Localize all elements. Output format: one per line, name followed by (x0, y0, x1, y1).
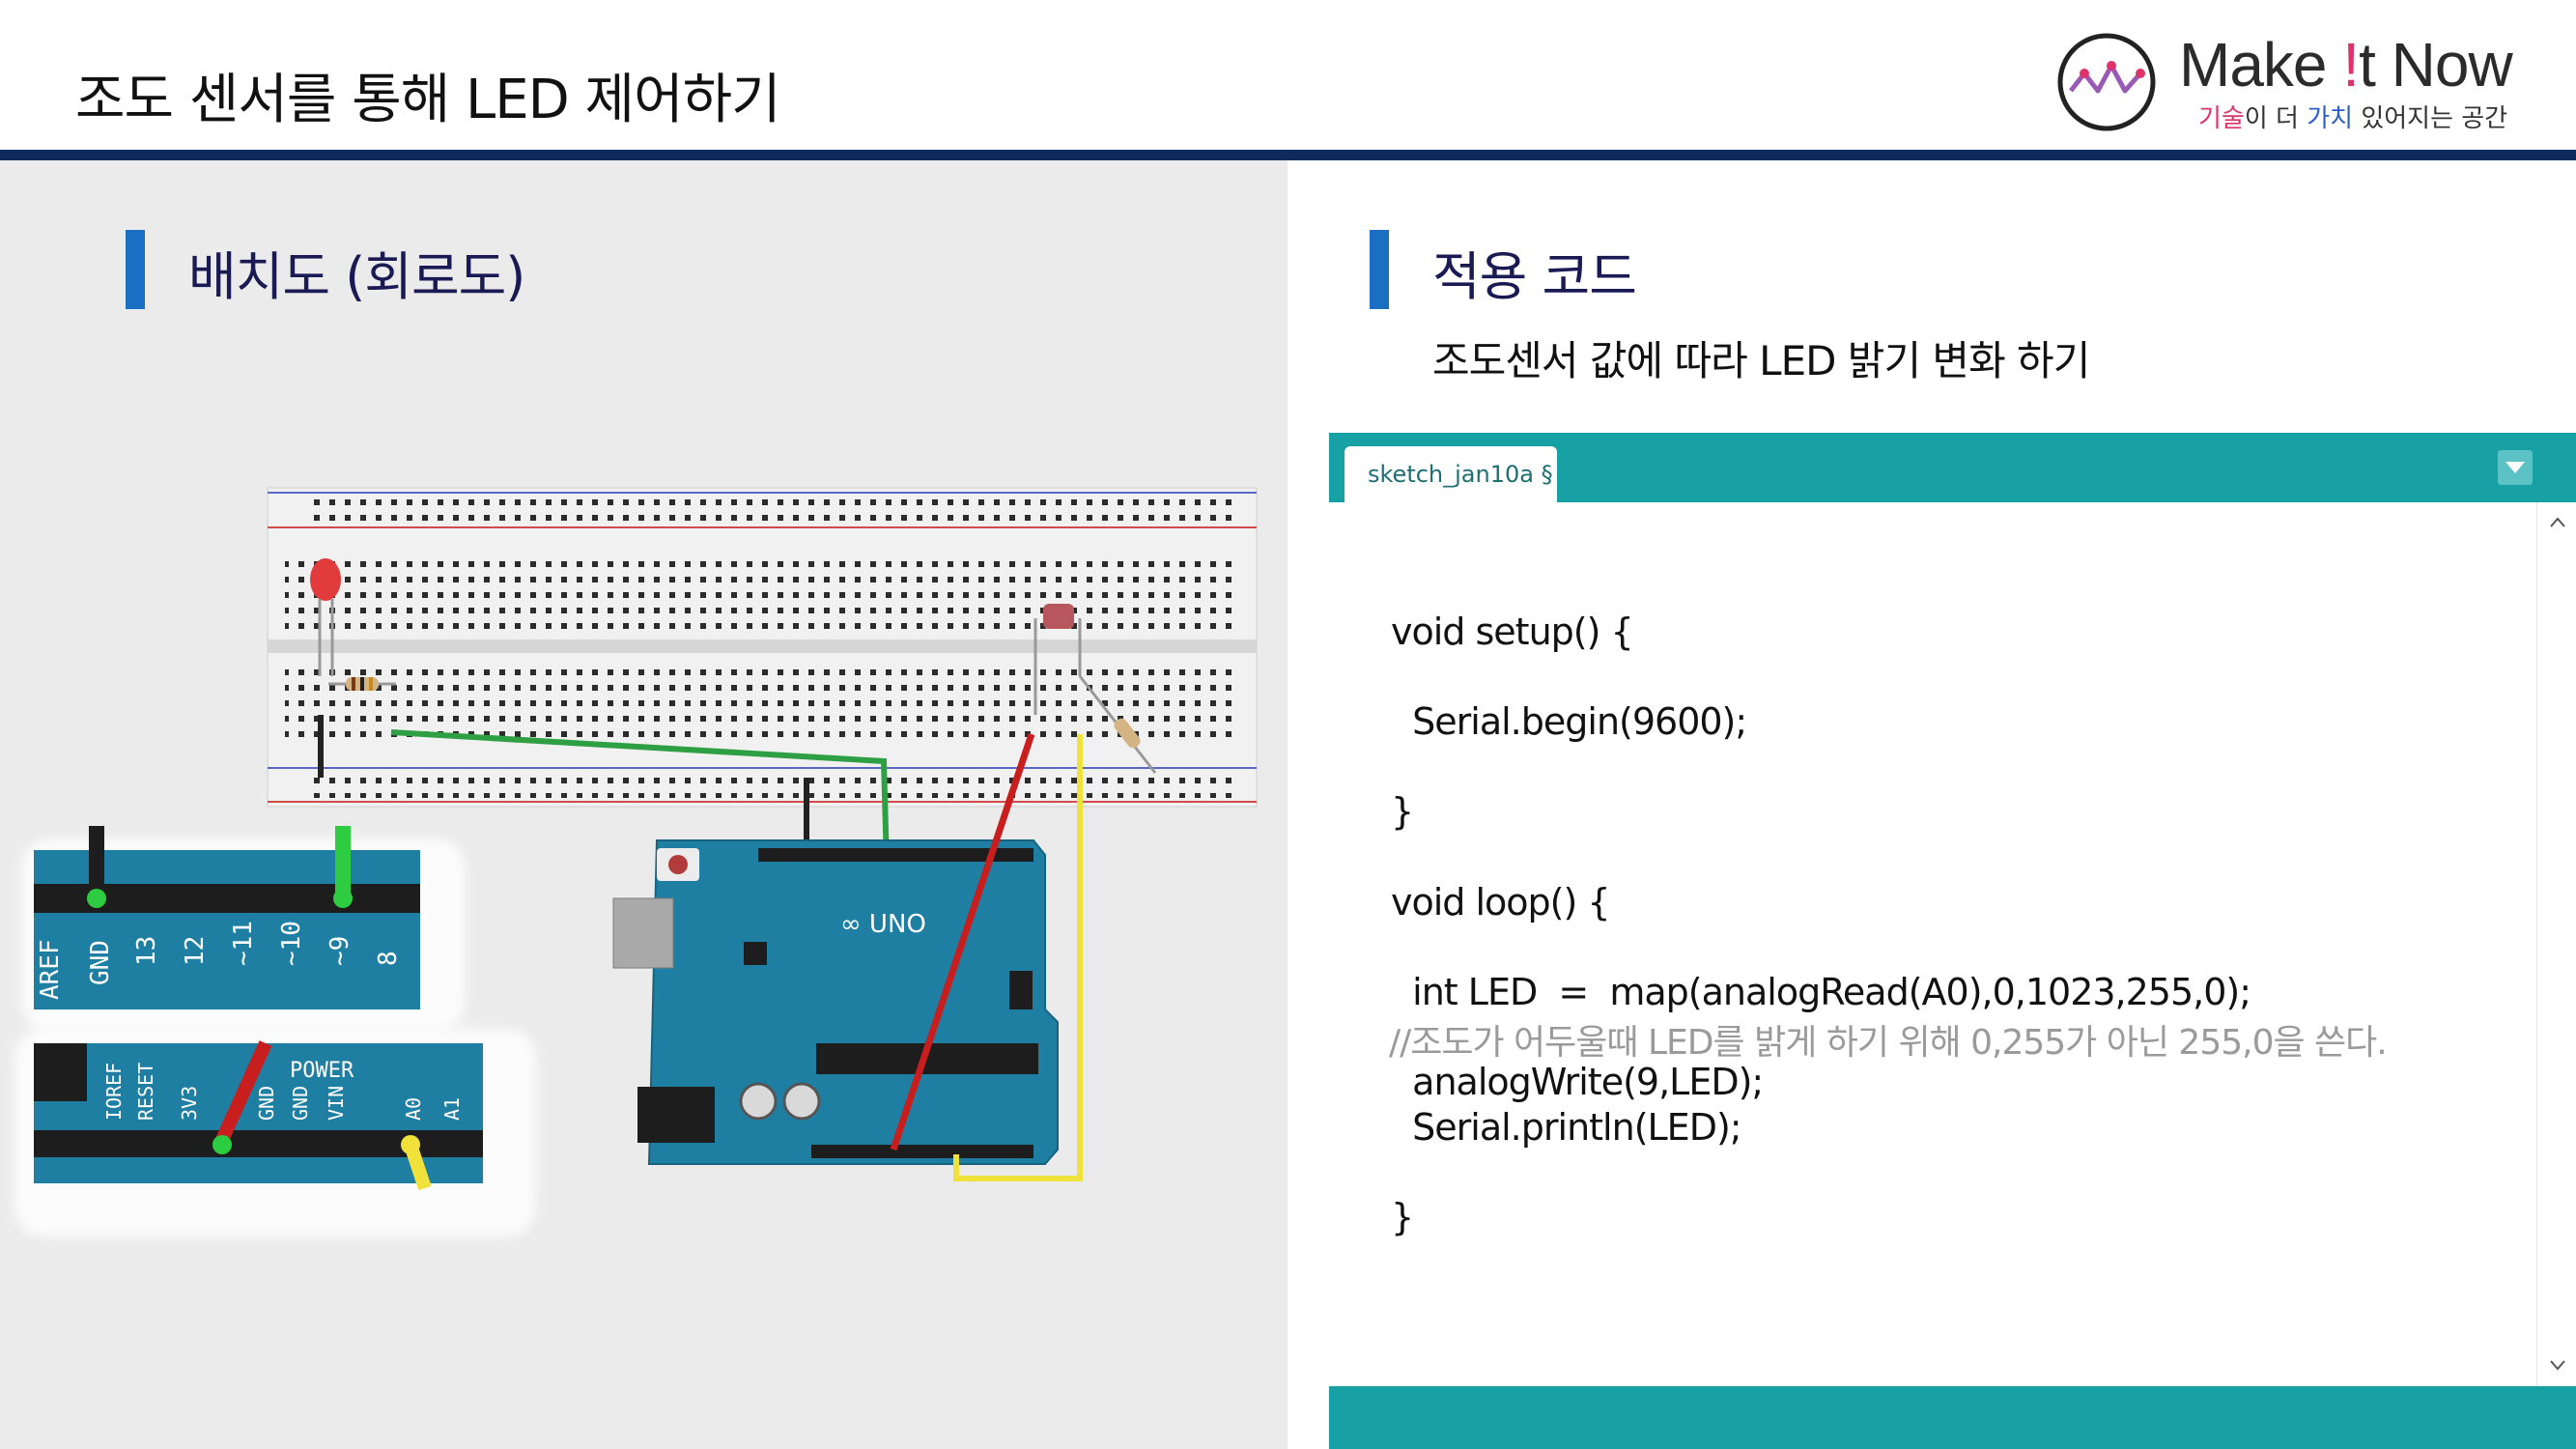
scroll-up-arrow-icon[interactable] (2549, 516, 2566, 529)
code-comment-line: //조도가 어두울때 LED를 밝게 하기 위해 0,255가 아닌 255,0… (1389, 1023, 2388, 1063)
led-resistor (328, 677, 396, 691)
circuit-diagram: ∞ UNO AREF GND 13 12 ~11 ~10 ~9 8 POWER … (14, 487, 1258, 1236)
svg-text:~11: ~11 (229, 921, 258, 966)
svg-text:AREF: AREF (36, 939, 65, 1000)
code-line: } (1391, 1196, 1414, 1238)
code-line: } (1391, 790, 1414, 833)
svg-text:8: 8 (374, 951, 403, 966)
code-line: Serial.begin(9600); (1391, 700, 1747, 743)
tab-sketch[interactable]: sketch_jan10a § (1345, 446, 1557, 502)
tab-label: sketch_jan10a § (1368, 461, 1553, 488)
red-led (310, 558, 341, 676)
svg-text:∞ UNO: ∞ UNO (840, 910, 926, 939)
svg-text:~10: ~10 (277, 921, 306, 966)
logo-mark-icon (2057, 33, 2156, 131)
photoresistor (1033, 604, 1082, 715)
zoom-power-header: POWER IOREF RESET 3V3 GND GND VIN A0 A1 (14, 1029, 536, 1236)
zoom-digital-header: AREF GND 13 12 ~11 ~10 ~9 8 (21, 826, 466, 1032)
code-line: Serial.println(LED); (1391, 1106, 1741, 1149)
svg-text:RESET: RESET (134, 1063, 157, 1121)
code-line: int LED = map(analogRead(A0),0,1023,255,… (1391, 971, 2251, 1013)
scroll-down-arrow-icon[interactable] (2549, 1358, 2566, 1372)
sensor-resistor (1078, 675, 1157, 774)
svg-text:GND: GND (289, 1086, 312, 1121)
brand-logo: Make !t Now 기술이 더 가치 있어지는 공간 (2046, 25, 2567, 141)
svg-text:POWER: POWER (290, 1059, 354, 1083)
svg-text:13: 13 (132, 936, 161, 966)
code-line: void loop() { (1391, 881, 1611, 923)
svg-text:A0: A0 (402, 1097, 425, 1121)
tab-menu-button[interactable] (2498, 450, 2533, 485)
arduino-uno-board: ∞ UNO (612, 839, 1059, 1165)
breadboard (267, 487, 1258, 808)
page-title: 조도 센서를 통해 LED 제어하기 (75, 69, 781, 131)
code-editor[interactable]: void setup() { Serial.begin(9600); } voi… (1329, 502, 2536, 1386)
logo-tagline: 기술이 더 가치 있어지는 공간 (2198, 104, 2508, 133)
logo-name: Make !t Now (2179, 30, 2513, 99)
svg-text:IOREF: IOREF (102, 1063, 126, 1121)
circuit-section-title: 배치도 (회로도) (188, 246, 525, 307)
wire-red (890, 732, 1035, 1151)
header: 조도 센서를 통해 LED 제어하기 Make !t Now 기술이 더 가치 … (0, 0, 2576, 150)
ide-tab-bar: sketch_jan10a § (1329, 433, 2576, 502)
svg-text:GND: GND (255, 1086, 278, 1121)
svg-text:VIN: VIN (325, 1086, 348, 1121)
svg-text:~9: ~9 (326, 936, 354, 966)
svg-text:GND: GND (86, 940, 115, 985)
section-marker (126, 230, 145, 309)
wire-green (390, 729, 890, 866)
header-divider (0, 150, 2576, 160)
svg-text:3V3: 3V3 (178, 1086, 201, 1121)
section-marker (1370, 230, 1389, 309)
svg-text:12: 12 (181, 936, 210, 966)
vertical-scrollbar[interactable] (2536, 502, 2576, 1386)
arduino-ide-window: sketch_jan10a § void setup() { Serial.be… (1329, 433, 2576, 1449)
ide-status-bar (1329, 1386, 2576, 1449)
svg-text:A1: A1 (440, 1097, 464, 1121)
code-line: analogWrite(9,LED); (1391, 1061, 1764, 1103)
code-line: void setup() { (1391, 611, 1634, 653)
wire-yellow (953, 734, 1083, 1181)
code-section-subtitle: 조도센서 값에 따라 LED 밝기 변화 하기 (1432, 337, 2090, 384)
chevron-down-icon (2505, 462, 2525, 473)
code-section-title: 적용 코드 (1432, 246, 1637, 307)
